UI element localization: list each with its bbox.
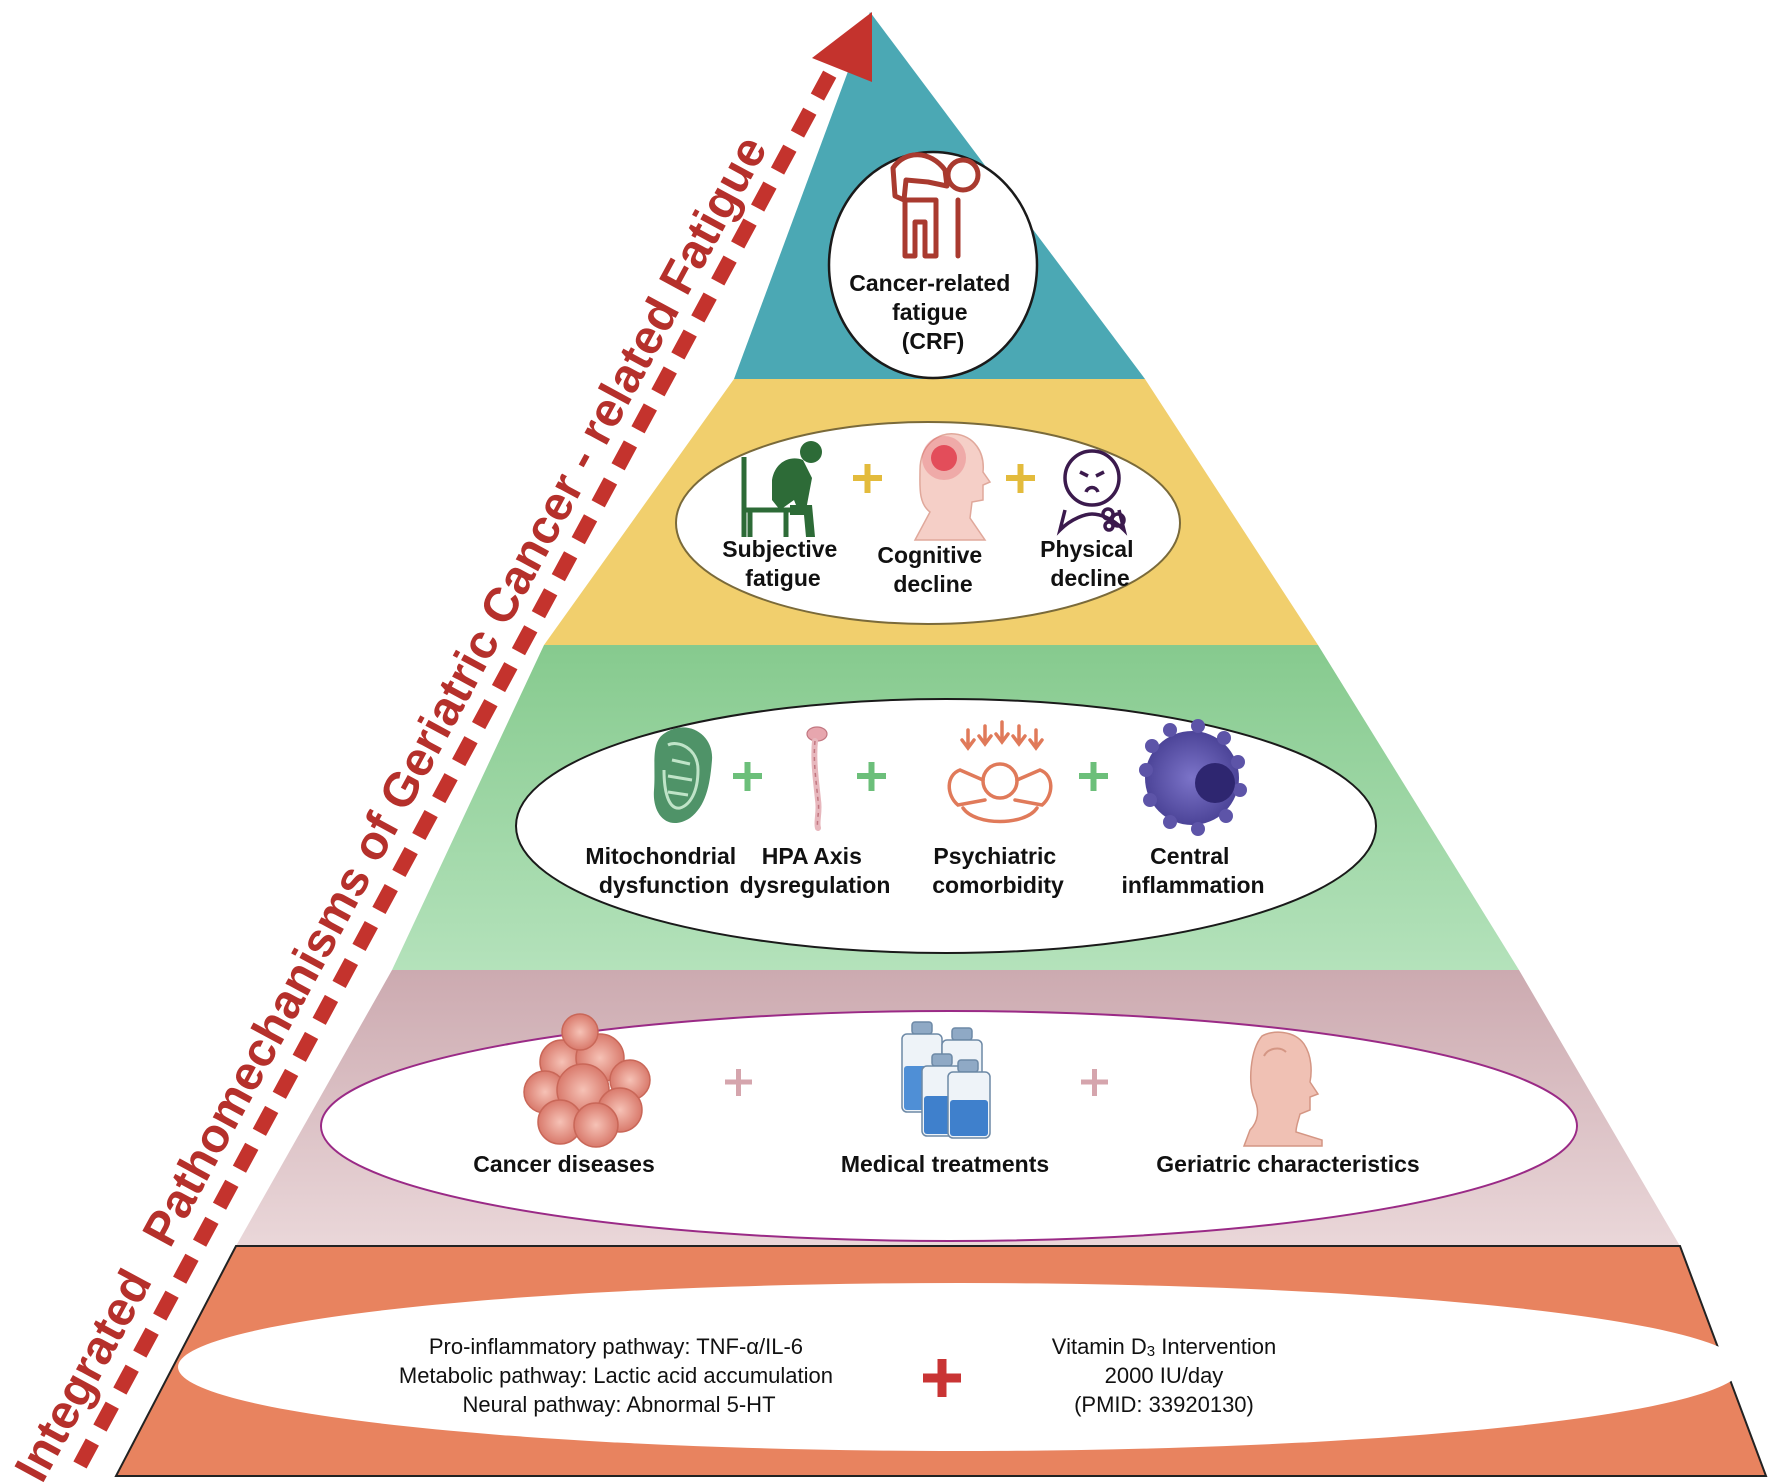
reference-text: (PMID: 33920130): [1074, 1392, 1254, 1417]
plus-icon: [725, 1069, 752, 1096]
plus-icon: [853, 464, 882, 493]
crf-label: Cancer-related fatigue (CRF): [849, 270, 1016, 354]
person-head-in-hands-icon: [741, 441, 822, 537]
dose-text: 2000 IU/day: [1105, 1363, 1224, 1388]
mitochondrion-icon: [653, 727, 713, 824]
spine-icon: [806, 726, 828, 831]
bent-elderly-person-icon: [890, 152, 981, 259]
physical-decline-label: Physical decline: [1040, 536, 1140, 591]
plus-icon: [733, 762, 762, 791]
cognitive-decline-label: Cognitive decline: [877, 542, 988, 597]
cancer-diseases-label: Cancer diseases: [473, 1151, 655, 1177]
elderly-head-icon: [1242, 1031, 1323, 1147]
person-coughing-icon: [1056, 449, 1128, 536]
geriatric-characteristics-label: Geriatric characteristics: [1156, 1151, 1419, 1177]
plus-icon: [923, 1359, 961, 1397]
hpa-axis-label: HPA Axis dysregulation: [740, 843, 891, 898]
tumor-cell-cluster-icon: [523, 1013, 651, 1148]
immune-cell-icon: [1139, 719, 1247, 836]
medicine-vials-icon: [901, 1021, 991, 1139]
dashed-arrow-shaft: [73, 66, 839, 1469]
vitamin-d3-intervention: Vitamin D3 Intervention: [1052, 1334, 1276, 1360]
mitochondrial-dysfunction-label: Mitochondrial dysfunction: [585, 843, 742, 898]
plus-icon: [1079, 762, 1108, 791]
plus-icon: [857, 762, 886, 791]
head-with-headache-icon: [913, 433, 992, 541]
subjective-fatigue-label: Subjective fatigue: [722, 536, 843, 591]
central-inflammation-label: Central inflammation: [1121, 843, 1264, 898]
crf-circle: [827, 150, 1039, 380]
plus-icon: [1081, 1069, 1108, 1096]
pathways-text: Pro-inflammatory pathway: TNF-α/IL-6 Met…: [399, 1334, 839, 1417]
psychiatric-comorbidity-label: Psychiatric comorbidity: [932, 843, 1064, 898]
mechanisms-oval: [515, 698, 1377, 954]
base-oval: [178, 1283, 1742, 1451]
arrow-head-icon: [812, 12, 872, 82]
plus-icon: [1006, 464, 1035, 493]
stressed-person-icon: [947, 720, 1053, 824]
medical-treatments-label: Medical treatments: [841, 1151, 1049, 1177]
